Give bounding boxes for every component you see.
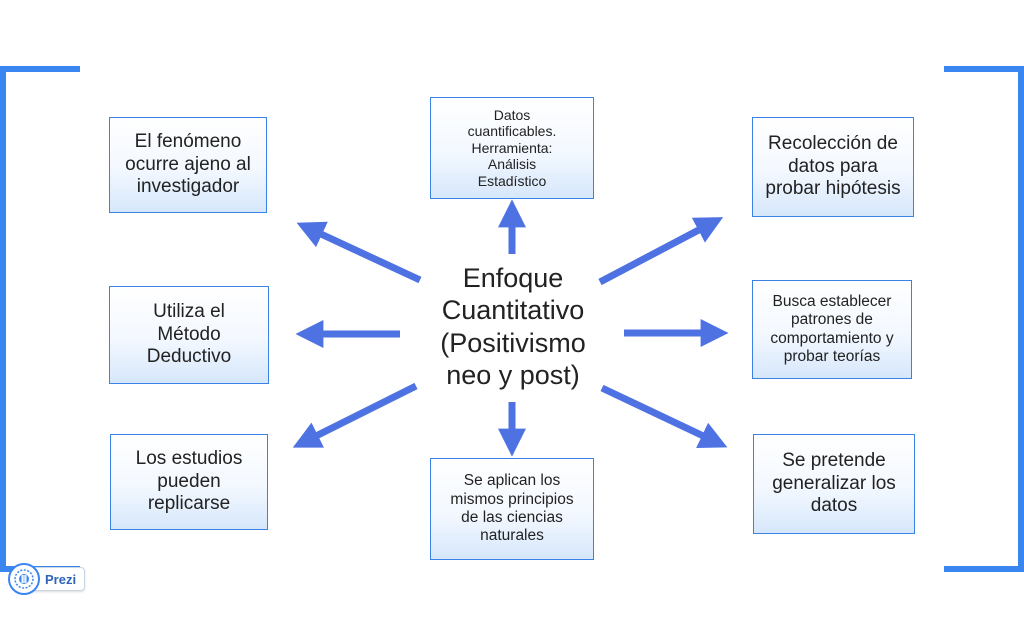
box-line: Se aplican los [463, 472, 561, 490]
right-bracket-frame [944, 66, 1024, 572]
box-top-left: El fenómeno ocurre ajeno al investigador [109, 117, 267, 213]
box-line: Estadístico [477, 172, 547, 189]
box-line: mismos principios [450, 490, 574, 508]
box-line: de las ciencias [461, 509, 563, 526]
box-top-center: Datos cuantificables. Herramienta: Análi… [430, 97, 594, 199]
box-line: pueden [157, 470, 221, 492]
arrow-to-top-left [296, 221, 422, 284]
box-line: datos para [788, 155, 878, 177]
box-line: patrones de [791, 311, 873, 329]
center-line: neo y post) [446, 360, 580, 391]
box-line: El fenómeno [134, 131, 242, 153]
box-line: generalizar los [772, 472, 896, 494]
center-line: Cuantitativo [441, 295, 585, 326]
prezi-logo-icon [8, 563, 40, 595]
box-mid-left: Utiliza el Método Deductivo [109, 286, 269, 384]
box-bottom-right: Se pretende generalizar los datos [753, 434, 915, 534]
arrow-to-bottom-right [600, 384, 728, 449]
box-mid-right: Busca establecer patrones de comportamie… [752, 280, 912, 379]
box-line: cuantificables. [467, 123, 557, 140]
center-line: Enfoque [462, 263, 564, 293]
box-line: investigador [136, 176, 240, 198]
box-line: Análisis [487, 156, 537, 173]
box-line: Datos [493, 106, 531, 123]
box-line: Utiliza el [153, 301, 225, 323]
box-bottom-center: Se aplican los mismos principios de las … [430, 458, 594, 560]
center-line: (Positivismo [440, 327, 586, 358]
box-line: Método [157, 323, 221, 345]
box-line: ocurre ajeno al [125, 153, 251, 175]
arrow-to-bottom-left [292, 382, 418, 448]
box-line: Se pretende [782, 450, 886, 472]
box-line: probar hipótesis [765, 178, 901, 200]
prezi-logo[interactable]: Prezi [8, 562, 90, 596]
box-bottom-left: Los estudios pueden replicarse [110, 434, 268, 530]
box-line: Herramienta: [471, 139, 553, 156]
box-line: Recolección de [768, 133, 898, 155]
box-line: Los estudios [135, 448, 243, 470]
box-line: datos [810, 495, 858, 517]
box-line: Busca establecer [772, 292, 892, 310]
center-node: Enfoque Cuantitativo (Positivismo neo y … [418, 262, 608, 392]
box-top-right: Recolección de datos para probar hipótes… [752, 117, 914, 217]
box-line: replicarse [147, 493, 231, 515]
arrow-to-top-right [598, 217, 724, 286]
box-line: probar teorías [783, 347, 881, 365]
box-line: naturales [480, 527, 544, 545]
box-line: comportamiento y [770, 329, 894, 347]
box-line: Deductivo [146, 346, 232, 368]
